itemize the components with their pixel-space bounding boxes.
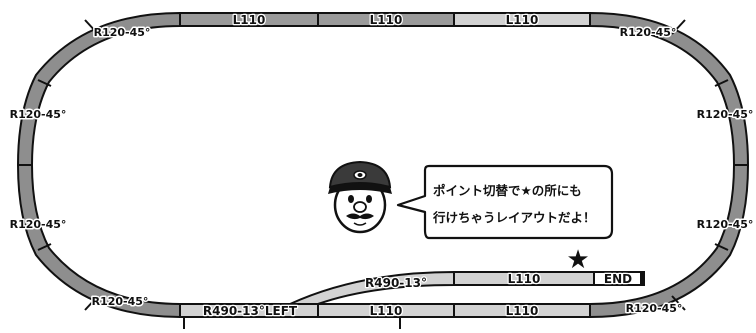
label-curve-bottom-right: R120-45° xyxy=(626,302,683,315)
bottom-straights xyxy=(179,303,591,318)
label-curve-left-upper: R120-45° xyxy=(10,108,67,121)
joint-right-5 xyxy=(714,243,729,251)
star-icon: ★ xyxy=(566,245,589,275)
bottom-straight-2 xyxy=(453,303,591,318)
joint-left-3 xyxy=(84,295,99,311)
track-labels: L110 L110 L110 R120-45° R120-45° R120-45… xyxy=(8,12,755,319)
joint-right-3 xyxy=(671,295,686,311)
siding-buffer xyxy=(640,271,645,286)
joint-left-5 xyxy=(37,243,52,251)
speech-bubble: ポイント切替で★の所にも 行けちゃうレイアウトだよ！ xyxy=(396,164,614,240)
speech-line-1: ポイント切替で★の所にも xyxy=(433,183,582,198)
speech-line-2: 行けちゃうレイアウトだよ！ xyxy=(432,210,596,225)
label-top-straight-3: L110 xyxy=(506,13,539,27)
label-curve-top-left: R120-45° xyxy=(94,26,151,39)
joint-right-4 xyxy=(714,79,729,87)
top-straight-3 xyxy=(453,12,591,27)
joint-left-1 xyxy=(84,19,99,35)
label-curve-right-lower: R120-45° xyxy=(697,218,754,231)
label-siding-curve: R490-13° xyxy=(365,276,427,290)
label-point-left: R490-13°LEFT xyxy=(203,304,298,318)
conductor-character-icon xyxy=(328,160,392,234)
label-bottom-straight-2: L110 xyxy=(506,304,539,318)
label-bottom-straight-1: L110 xyxy=(370,304,403,318)
top-straights xyxy=(179,12,591,27)
label-siding-end: END xyxy=(604,272,632,286)
joint-left-4 xyxy=(37,79,52,87)
label-top-straight-1: L110 xyxy=(233,13,266,27)
left-curve-track xyxy=(16,11,181,319)
siding-branch xyxy=(289,270,645,305)
joint-right-1 xyxy=(671,19,686,35)
label-curve-left-lower: R120-45° xyxy=(10,218,67,231)
label-top-straight-2: L110 xyxy=(370,13,403,27)
label-siding-straight: L110 xyxy=(508,272,541,286)
label-curve-bottom-left: R120-45° xyxy=(92,295,149,308)
label-curve-top-right: R120-45° xyxy=(620,26,677,39)
label-curve-right-upper: R120-45° xyxy=(697,108,754,121)
